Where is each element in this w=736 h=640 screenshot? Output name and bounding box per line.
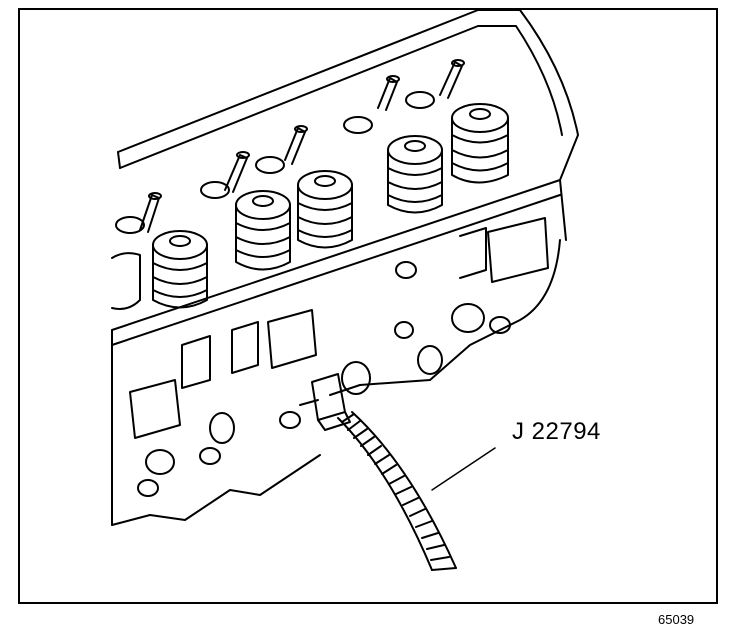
air-hose	[337, 411, 457, 571]
gasket-ridges	[181, 227, 487, 406]
callout-leader	[431, 447, 496, 491]
valve-springs	[111, 103, 509, 310]
head-rail	[117, 9, 579, 181]
rocker-studs	[139, 59, 465, 233]
tool-adapter	[311, 373, 351, 431]
valve-retainers	[115, 91, 435, 234]
figure-number: 65039	[658, 612, 695, 627]
figure-frame	[18, 8, 718, 604]
intake-ports	[129, 217, 549, 497]
tool-callout-label: J 22794	[512, 418, 601, 445]
